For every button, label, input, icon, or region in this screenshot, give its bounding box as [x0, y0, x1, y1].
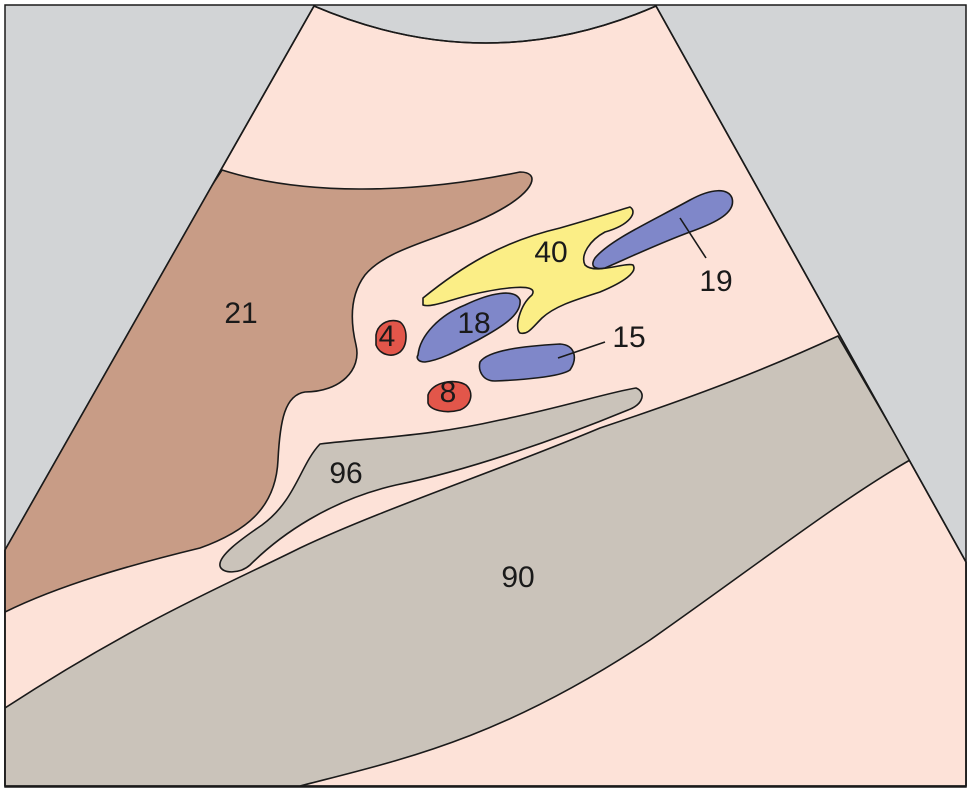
label-90: 90 — [501, 561, 534, 594]
region-15 — [478, 343, 576, 382]
region-90 — [5, 335, 911, 786]
leader-line-15 — [557, 341, 606, 359]
region-18 — [416, 292, 521, 363]
label-21: 21 — [224, 297, 257, 330]
label-19: 19 — [699, 265, 732, 298]
label-8: 8 — [440, 376, 457, 409]
region-21 — [5, 169, 533, 613]
region-19 — [592, 189, 734, 270]
region-40 — [422, 206, 635, 335]
label-40: 40 — [534, 236, 567, 269]
region-8 — [427, 380, 472, 413]
region-4 — [375, 319, 407, 356]
label-18: 18 — [457, 307, 490, 340]
region-96 — [219, 387, 643, 573]
sector-border — [4, 5, 967, 787]
label-96: 96 — [329, 457, 362, 490]
label-4: 4 — [379, 320, 396, 353]
leader-line-19 — [679, 217, 707, 259]
label-15: 15 — [612, 321, 645, 354]
